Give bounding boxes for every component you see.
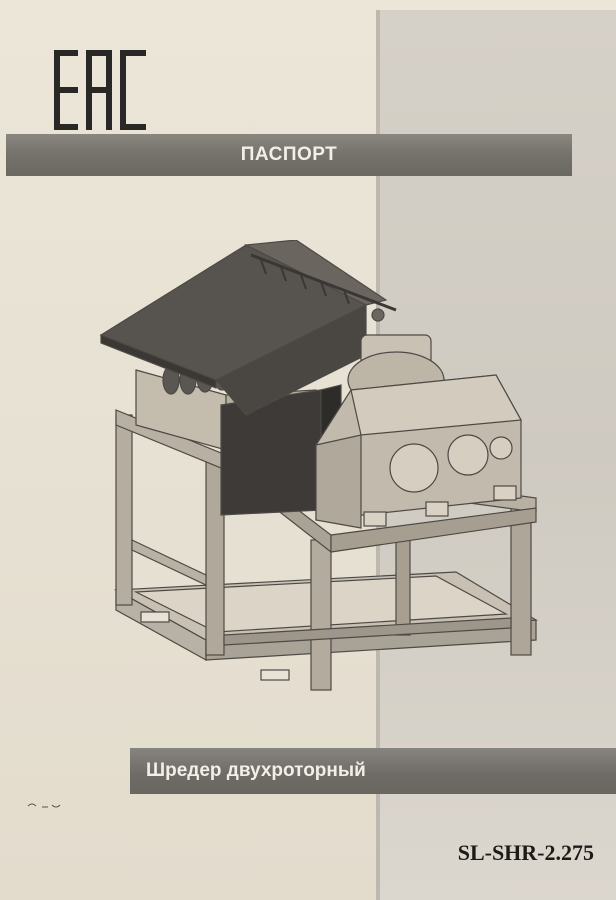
eac-mark-icon (54, 50, 146, 130)
shredder-illustration (99, 240, 538, 691)
document-title: ПАСПОРТ (240, 144, 338, 165)
model-number: SL-SHR-2.275 (457, 840, 594, 865)
document-title-band: ПАСПОРТ (6, 134, 572, 176)
product-name-band: Шредер двухроторный (130, 748, 616, 794)
pen-mark-icon (27, 803, 61, 808)
product-name: Шредер двухроторный (146, 760, 366, 781)
